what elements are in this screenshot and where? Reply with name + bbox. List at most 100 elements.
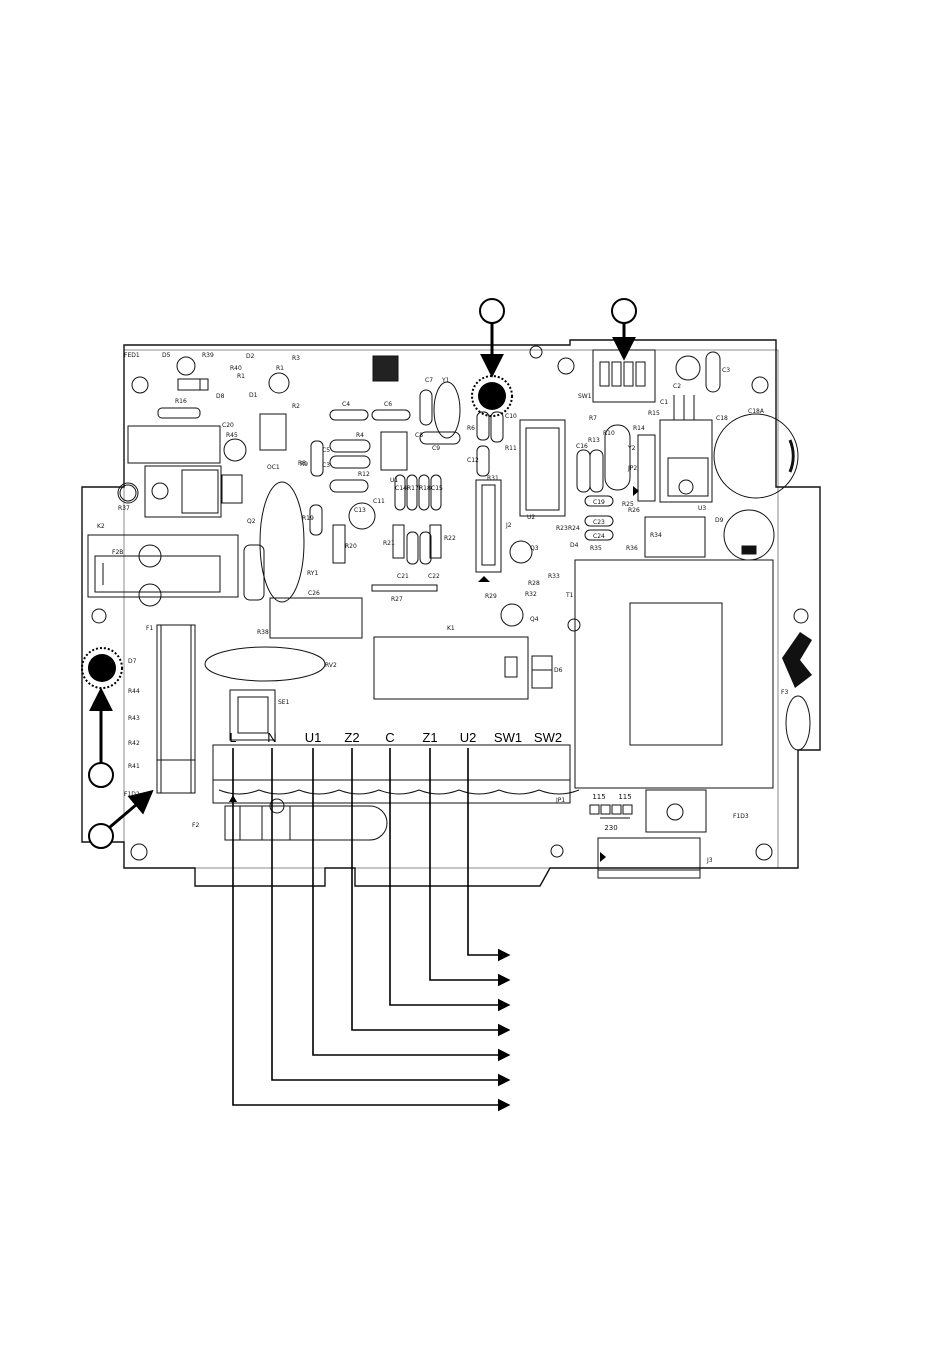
svg-text:Y2: Y2 xyxy=(627,445,636,452)
led-indicator-left xyxy=(81,647,123,689)
svg-text:R39: R39 xyxy=(202,352,214,359)
svg-text:C7: C7 xyxy=(425,377,433,384)
svg-text:F2B: F2B xyxy=(112,549,123,556)
svg-text:SW1: SW1 xyxy=(578,393,592,400)
terminal-label-c: C xyxy=(385,730,394,745)
mounting-holes xyxy=(91,345,809,861)
board-outline xyxy=(81,339,821,887)
terminal-label-n: N xyxy=(267,730,276,745)
svg-text:C22: C22 xyxy=(428,573,440,580)
j2-pin1-marker xyxy=(478,576,490,582)
svg-text:R18: R18 xyxy=(419,485,431,492)
svg-text:R37: R37 xyxy=(118,505,130,512)
callout-top-center xyxy=(479,298,505,378)
svg-text:D6: D6 xyxy=(554,667,563,674)
led-indicator-center xyxy=(471,375,513,417)
svg-text:R15: R15 xyxy=(648,410,660,417)
svg-text:R34: R34 xyxy=(650,532,662,539)
svg-text:R8: R8 xyxy=(298,460,306,467)
svg-text:C8: C8 xyxy=(415,432,423,439)
svg-text:SE1: SE1 xyxy=(278,699,290,706)
svg-text:C24: C24 xyxy=(593,533,605,540)
svg-text:FED1: FED1 xyxy=(124,352,140,359)
svg-text:R6: R6 xyxy=(467,425,475,432)
svg-text:F1: F1 xyxy=(146,625,153,632)
silkscreen-labels: FED1 D5 R39 R40 D2 R1 D1 R3 R2 R1 R16 D8… xyxy=(97,352,788,864)
svg-text:K2: K2 xyxy=(97,523,105,530)
svg-text:R29: R29 xyxy=(485,593,497,600)
svg-text:C14: C14 xyxy=(395,485,407,492)
svg-text:R27: R27 xyxy=(391,596,403,603)
top-left-components xyxy=(87,356,363,639)
fuse-f1 xyxy=(156,624,196,794)
svg-text:C19: C19 xyxy=(593,499,605,506)
svg-text:C16: C16 xyxy=(576,443,588,450)
svg-text:J3: J3 xyxy=(706,857,713,864)
wire-leads xyxy=(232,748,511,1112)
svg-text:C10: C10 xyxy=(505,413,517,420)
terminal-label-u2: U2 xyxy=(460,730,477,745)
svg-text:F3: F3 xyxy=(781,689,788,696)
svg-text:R38: R38 xyxy=(257,629,269,636)
svg-text:Q2: Q2 xyxy=(247,518,256,525)
svg-text:D4: D4 xyxy=(570,542,579,549)
svg-text:R19: R19 xyxy=(302,515,314,522)
svg-text:C5: C5 xyxy=(322,447,330,454)
pin1-marker xyxy=(229,795,237,802)
svg-text:R13: R13 xyxy=(588,437,600,444)
right-components xyxy=(574,349,812,879)
svg-text:R31: R31 xyxy=(487,475,499,482)
svg-text:R2: R2 xyxy=(292,403,300,410)
jumper-label-115-left: 115 xyxy=(592,793,605,801)
terminal-label-sw2: SW2 xyxy=(534,730,562,745)
svg-text:R1: R1 xyxy=(237,373,245,380)
svg-text:Q3: Q3 xyxy=(530,545,539,552)
svg-text:D9: D9 xyxy=(715,517,724,524)
svg-text:C21: C21 xyxy=(397,573,409,580)
svg-text:R36: R36 xyxy=(626,545,638,552)
svg-text:C4: C4 xyxy=(342,401,350,408)
svg-text:C13: C13 xyxy=(354,507,366,514)
svg-text:D7: D7 xyxy=(128,658,137,665)
svg-text:K1: K1 xyxy=(447,625,455,632)
svg-text:C12: C12 xyxy=(467,457,479,464)
svg-text:R44: R44 xyxy=(128,688,140,695)
terminal-label-z1: Z1 xyxy=(422,730,437,745)
svg-text:C3: C3 xyxy=(722,367,730,374)
svg-text:C11: C11 xyxy=(373,498,385,505)
svg-text:R20: R20 xyxy=(345,543,357,550)
svg-text:R40: R40 xyxy=(230,365,242,372)
svg-text:U3: U3 xyxy=(698,505,706,512)
svg-text:T1: T1 xyxy=(565,592,574,599)
svg-text:C1: C1 xyxy=(660,399,668,406)
svg-text:RV2: RV2 xyxy=(325,662,337,669)
svg-text:R32: R32 xyxy=(525,591,537,598)
board-inner-edge xyxy=(123,349,779,869)
terminal-block xyxy=(212,744,580,804)
svg-text:R23: R23 xyxy=(556,525,568,532)
svg-text:R45: R45 xyxy=(226,432,238,439)
svg-text:R1: R1 xyxy=(276,365,284,372)
svg-text:C2: C2 xyxy=(673,383,681,390)
svg-text:C3: C3 xyxy=(322,462,330,469)
j3-pin1-marker xyxy=(600,852,606,862)
svg-text:R35: R35 xyxy=(590,545,602,552)
svg-text:R17: R17 xyxy=(407,485,419,492)
svg-text:R41: R41 xyxy=(128,763,140,770)
svg-text:D2: D2 xyxy=(246,353,255,360)
jumper-label-115-right: 115 xyxy=(618,793,631,801)
jp2-pin1-marker xyxy=(633,486,639,496)
svg-text:OC1: OC1 xyxy=(267,464,280,471)
svg-text:R24: R24 xyxy=(568,525,580,532)
svg-text:R25: R25 xyxy=(622,501,634,508)
svg-text:F2: F2 xyxy=(192,822,199,829)
svg-text:R22: R22 xyxy=(444,535,456,542)
svg-text:C20: C20 xyxy=(222,422,234,429)
svg-text:R16: R16 xyxy=(175,398,187,405)
terminal-label-u1: U1 xyxy=(305,730,322,745)
jumper-label-230: 230 xyxy=(604,824,617,832)
svg-text:R9: R9 xyxy=(300,461,308,468)
svg-text:C6: C6 xyxy=(384,401,392,408)
callout-top-right xyxy=(611,298,637,361)
